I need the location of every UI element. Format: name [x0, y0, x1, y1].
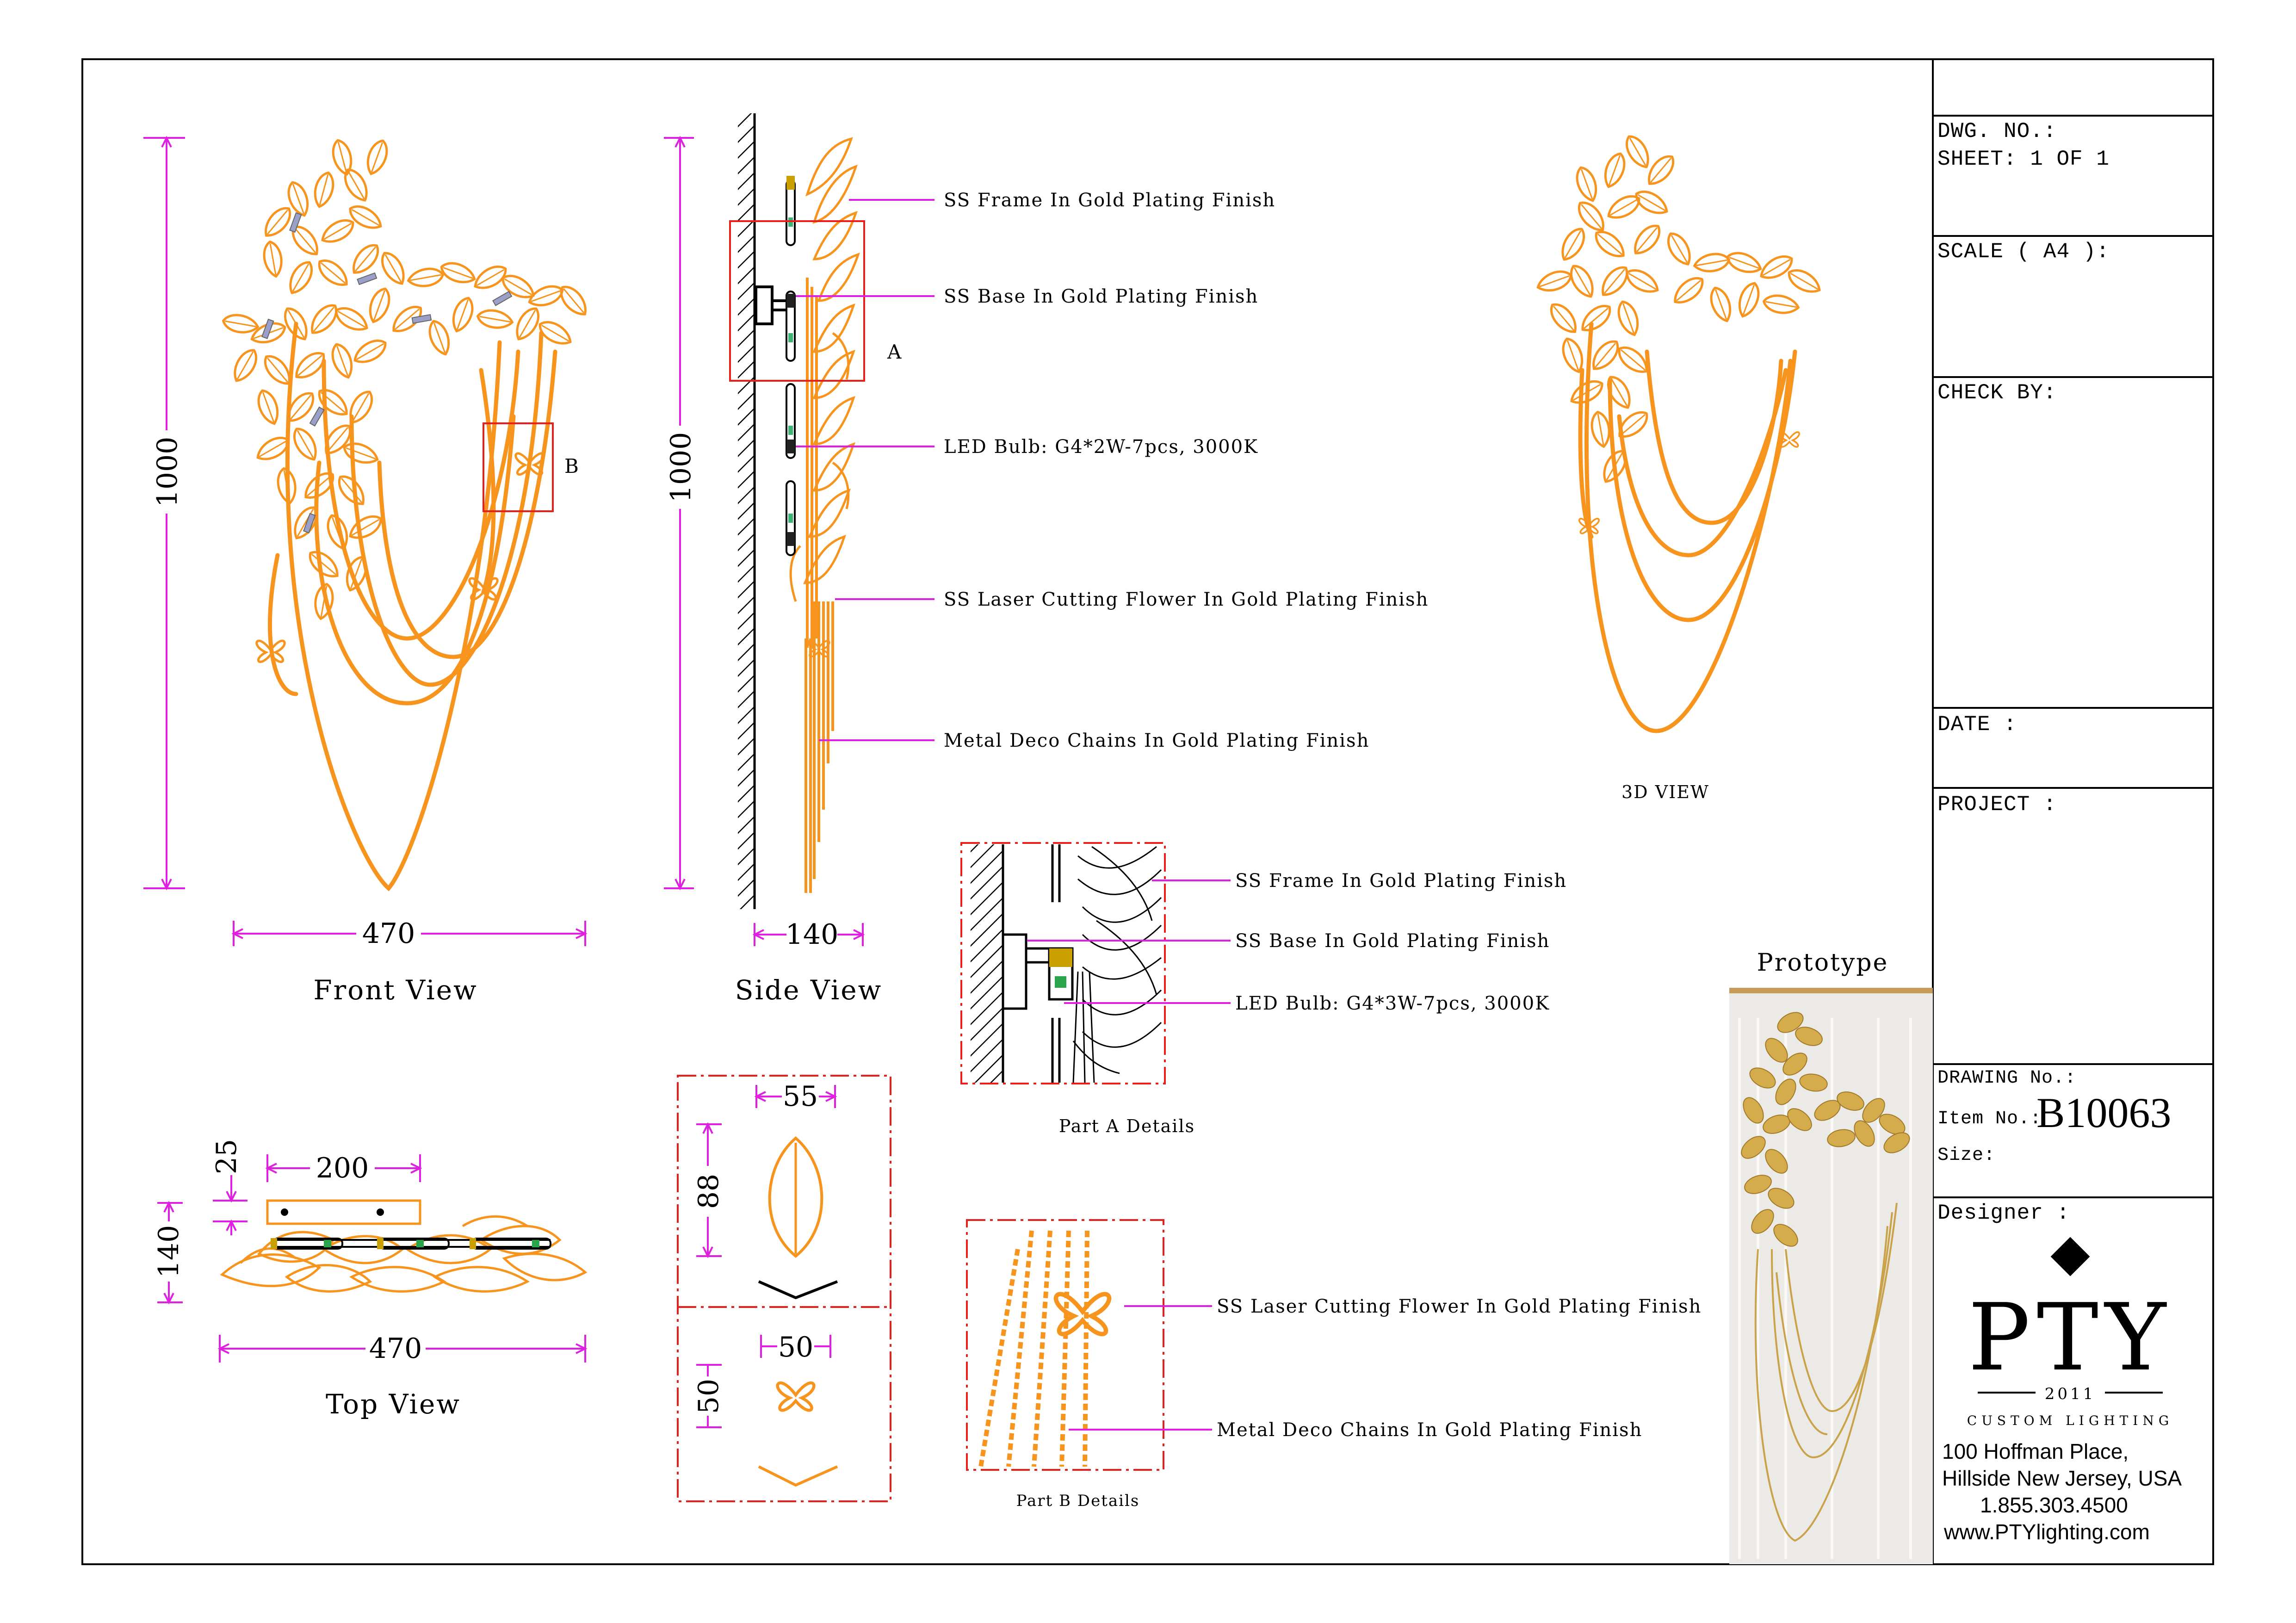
top-view-drawing [220, 1199, 588, 1293]
component-detail-frames [677, 1075, 891, 1502]
sheet-border [81, 58, 2214, 1565]
three-d-view-label: 3D VIEW [1621, 782, 1709, 802]
callout-side-frame: SS Frame In Gold Plating Finish [944, 190, 1275, 211]
project-label: PROJECT : [1937, 793, 2057, 817]
callout-side-base: SS Base In Gold Plating Finish [944, 286, 1258, 307]
brand-year: 2011 [2045, 1385, 2096, 1403]
callout-a-base: SS Base In Gold Plating Finish [1235, 930, 1550, 952]
title-block-grid [1933, 115, 2213, 1198]
callout-a-led: LED Bulb: G4*3W-7pcs, 3000K [1235, 993, 1550, 1014]
detail-dimensions [696, 1085, 837, 1428]
top-offset-value: 25 [210, 1139, 243, 1174]
front-height-value: 1000 [151, 437, 184, 508]
part-b-detail-drawing [966, 1219, 1164, 1471]
callout-a-frame: SS Frame In Gold Plating Finish [1235, 870, 1567, 892]
brand-diamond-icon [2050, 1237, 2090, 1276]
butterfly-width-value: 50 [778, 1331, 813, 1363]
butterfly-detail [758, 1383, 838, 1487]
detail-b-marker: B [564, 455, 579, 477]
callout-b-chains: Metal Deco Chains In Gold Plating Finish [1217, 1419, 1642, 1441]
leaf-detail [758, 1136, 838, 1300]
check-by-label: CHECK BY: [1937, 381, 2057, 405]
side-view-leaders [796, 199, 934, 741]
front-view-label: Front View [313, 974, 477, 1006]
detail-a-marker: A [887, 341, 902, 363]
callout-side-flower: SS Laser Cutting Flower In Gold Plating … [944, 589, 1429, 610]
front-width-dimension [231, 921, 588, 946]
top-height-value: 140 [153, 1225, 185, 1278]
dwg-no-label: DWG. NO.: [1937, 119, 2057, 143]
detail-b-frame [483, 422, 554, 512]
sheet-label: SHEET: 1 OF 1 [1937, 147, 2110, 171]
side-view-wall [738, 113, 755, 909]
scale-label: SCALE ( A4 ): [1937, 240, 2110, 264]
brand-address-2: Hillside New Jersey, USA [1942, 1466, 2182, 1490]
item-no-label: Item No.: [1937, 1109, 2042, 1129]
prototype-photo [1729, 988, 1933, 1564]
date-label: DATE : [1937, 712, 2017, 737]
front-view-drawing: B [222, 138, 591, 892]
top-width-value: 470 [369, 1332, 422, 1365]
part-b-label: Part B Details [1016, 1492, 1140, 1510]
brand-tagline: CUSTOM LIGHTING [1967, 1413, 2173, 1428]
callout-b-flower: SS Laser Cutting Flower In Gold Plating … [1217, 1296, 1702, 1317]
callout-side-led: LED Bulb: G4*2W-7pcs, 3000K [944, 436, 1258, 458]
side-depth-value: 140 [786, 918, 839, 951]
front-view-bulbs [261, 212, 513, 533]
side-view-led-rods [786, 176, 796, 556]
leaf-width-value: 55 [783, 1080, 818, 1113]
side-view-label: Side View [735, 974, 883, 1006]
callout-side-chains: Metal Deco Chains In Gold Plating Finish [944, 730, 1369, 751]
detail-a-frame [729, 220, 865, 382]
front-view-chains [268, 322, 557, 892]
part-a-detail-drawing [960, 842, 1166, 1084]
front-view-leaves [222, 138, 591, 620]
front-height-dimension [143, 136, 185, 891]
part-b-leaders [1069, 1305, 1212, 1431]
brand-name: PTY [1968, 1284, 2172, 1392]
side-view-drawing: A [729, 113, 902, 909]
brand-phone: 1.855.303.4500 [1980, 1493, 2128, 1517]
top-view-label: Top View [326, 1388, 461, 1420]
butterfly-height-value: 50 [693, 1379, 725, 1414]
three-d-view-drawing [1535, 132, 1824, 733]
side-depth-dimension [752, 923, 865, 946]
side-view-base [755, 285, 786, 325]
item-no-value: B10063 [2036, 1089, 2172, 1136]
designer-label: Designer : [1937, 1201, 2070, 1225]
drawing-no-label: DRAWING No.: [1937, 1068, 2077, 1089]
side-height-value: 1000 [665, 432, 697, 503]
top-base-width-value: 200 [316, 1152, 369, 1184]
side-height-dimension [664, 136, 694, 891]
size-label: Size: [1937, 1145, 1996, 1166]
front-width-value: 470 [362, 917, 415, 950]
brand-website: www.PTYlighting.com [1944, 1520, 2150, 1544]
part-a-leaders [1027, 880, 1231, 1004]
top-view-dimensions [157, 1154, 588, 1363]
leaf-height-value: 88 [693, 1174, 725, 1209]
part-a-label: Part A Details [1059, 1116, 1195, 1136]
brand-address-1: 100 Hoffman Place, [1942, 1439, 2129, 1463]
prototype-label: Prototype [1757, 949, 1889, 977]
